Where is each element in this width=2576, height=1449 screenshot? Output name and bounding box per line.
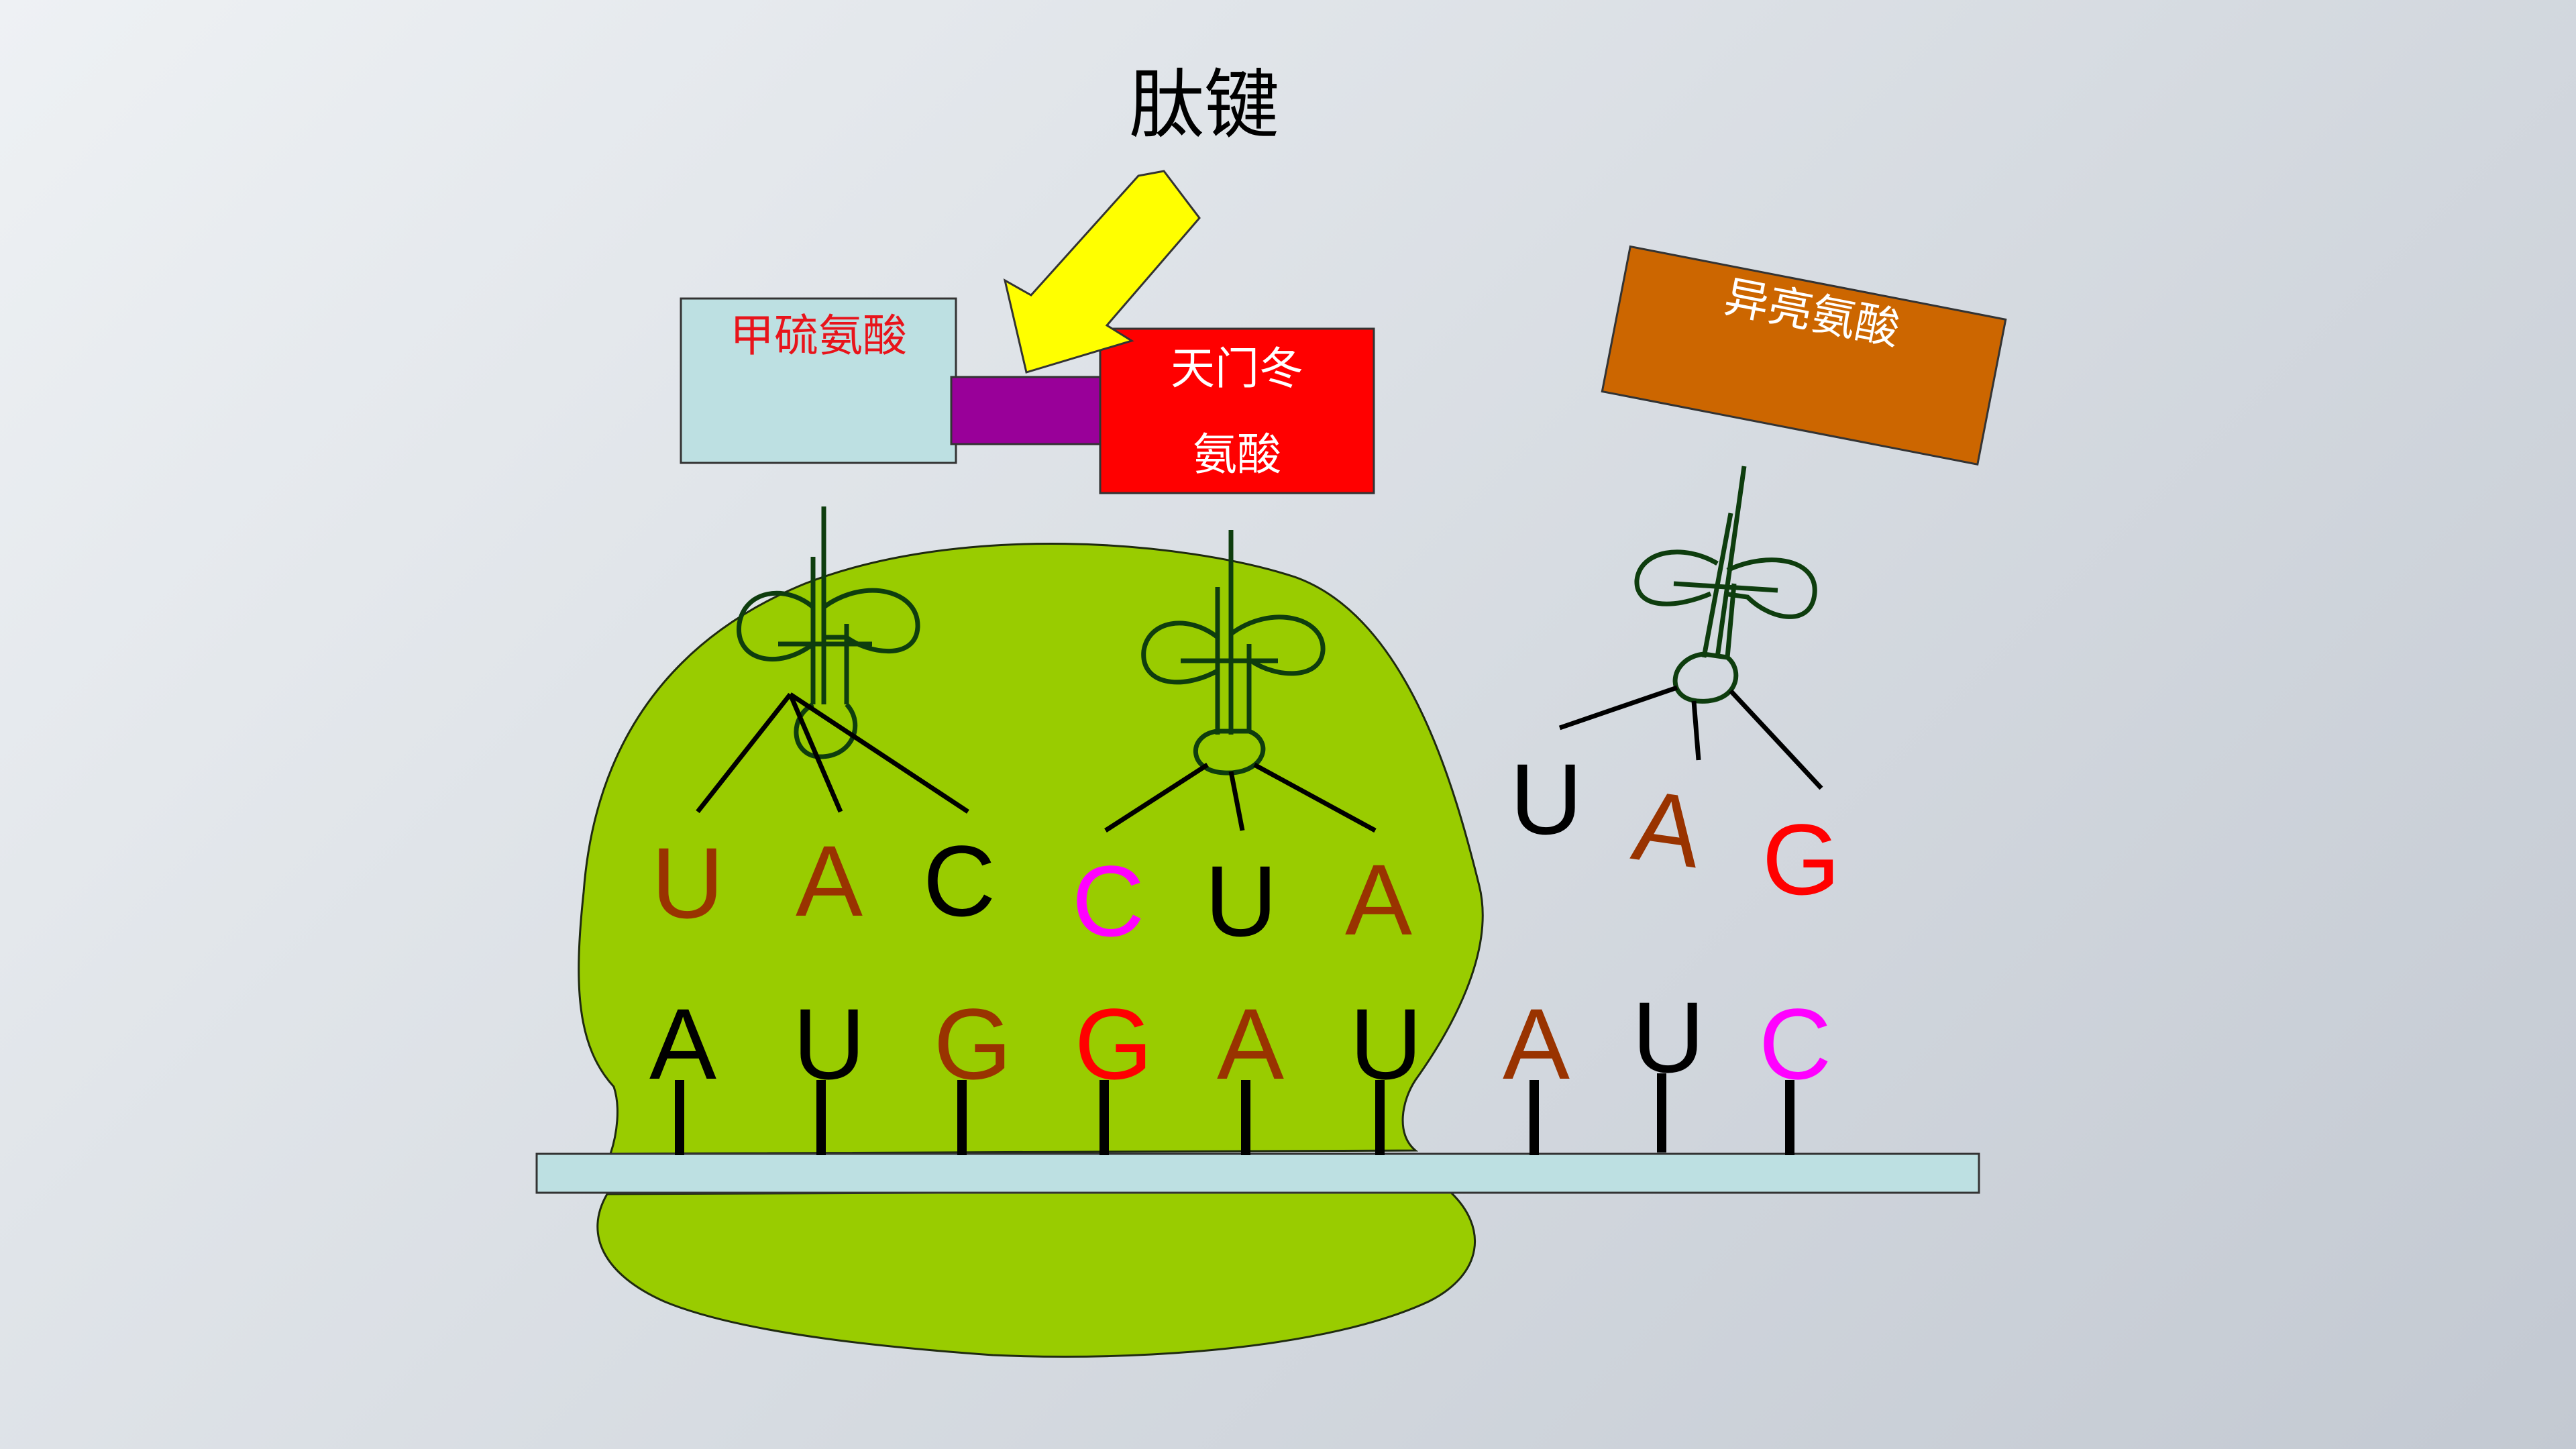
mrna-base-3: G [934, 987, 1012, 1100]
isoleucine-group: 异亮氨酸 [1601, 245, 2007, 466]
trna-3-base-2: A [1626, 768, 1708, 889]
trna-3-legs [1558, 685, 1823, 790]
aspartic-acid-label-line1: 天门冬 [1171, 343, 1303, 394]
trna-2-base-3: A [1345, 843, 1412, 956]
trna-3-base-3: G [1762, 803, 1841, 916]
mrna-base-6: U [1350, 987, 1422, 1100]
peptide-bond-block [950, 376, 1102, 445]
ribosome-small-subunit [596, 1189, 1477, 1358]
isoleucine-box [1601, 245, 2007, 466]
aspartic-acid-label-line2: 氨酸 [1193, 429, 1281, 480]
mrna-base-ticks [675, 1073, 1794, 1155]
trna-3 [1634, 466, 1817, 704]
anticodon-letters: U A C C U A U A G [651, 743, 1841, 957]
trna-1-legs [696, 692, 969, 814]
trna-2-legs [1104, 762, 1377, 833]
mrna-base-5: A [1217, 987, 1284, 1100]
mrna-base-4: G [1075, 987, 1153, 1100]
mrna-base-2: U [793, 987, 865, 1100]
trna-2-base-2: U [1205, 845, 1277, 957]
mrna-codon-letters: A U G G A U A U C [649, 981, 1831, 1100]
mrna-base-1: A [649, 987, 716, 1100]
peptide-bond-arrow-icon [1003, 170, 1201, 374]
methionine-label: 甲硫氨酸 [730, 310, 907, 362]
mrna-base-8: U [1632, 981, 1705, 1093]
trna-2 [1141, 530, 1326, 775]
ribosome-large-subunit [578, 543, 1484, 1155]
trna-3-base-1: U [1510, 743, 1582, 855]
trna-2-base-1: C [1072, 845, 1144, 957]
methionine-box [680, 297, 957, 464]
mrna-base-7: A [1503, 987, 1570, 1100]
mrna-strand [535, 1152, 1980, 1194]
mrna-base-9: C [1759, 987, 1831, 1100]
trna-1-base-2: A [796, 824, 863, 937]
aspartic-acid-box [1099, 327, 1375, 494]
peptide-bond-title: 肽键 [1129, 62, 1279, 149]
trna-1-base-3: C [923, 824, 996, 937]
trna-1 [737, 506, 920, 759]
trna-1-base-1: U [651, 826, 724, 939]
